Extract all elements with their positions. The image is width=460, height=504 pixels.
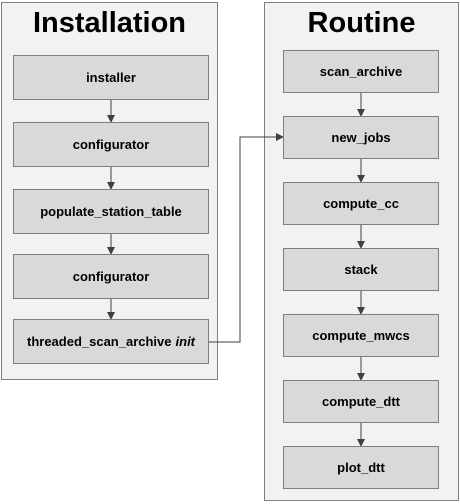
compute-cc-label: compute_cc xyxy=(323,196,399,211)
routine-title: Routine xyxy=(307,7,416,39)
scan-archive-node: scan_archive xyxy=(283,50,439,93)
compute-cc-node: compute_cc xyxy=(283,182,439,225)
plot-dtt-node: plot_dtt xyxy=(283,446,439,489)
stack-node: stack xyxy=(283,248,439,291)
plot-dtt-label: plot_dtt xyxy=(337,460,385,475)
installation-title: Installation xyxy=(32,7,187,39)
configurator-node-1: configurator xyxy=(13,122,209,167)
threaded-scan-archive-label: threaded_scan_archive xyxy=(26,334,172,349)
populate-station-table-label: populate_station_table xyxy=(40,204,182,219)
scan-archive-label: scan_archive xyxy=(319,64,403,79)
configurator-label-1: configurator xyxy=(72,137,150,152)
configurator-node-2: configurator xyxy=(13,254,209,299)
installer-node: installer xyxy=(13,55,209,100)
compute-mwcs-node: compute_mwcs xyxy=(283,314,439,357)
threaded-scan-archive-suffix: init xyxy=(175,334,196,349)
new-jobs-node: new_jobs xyxy=(283,116,439,159)
new-jobs-label: new_jobs xyxy=(331,130,391,145)
compute-dtt-label: compute_dtt xyxy=(322,394,400,409)
populate-station-table-node: populate_station_table xyxy=(13,189,209,234)
installer-label: installer xyxy=(86,70,136,85)
init-to-new-jobs-arrow xyxy=(209,133,284,343)
configurator-label-2: configurator xyxy=(72,269,150,284)
compute-mwcs-label: compute_mwcs xyxy=(312,328,410,343)
stack-label: stack xyxy=(344,262,378,277)
compute-dtt-node: compute_dtt xyxy=(283,380,439,423)
